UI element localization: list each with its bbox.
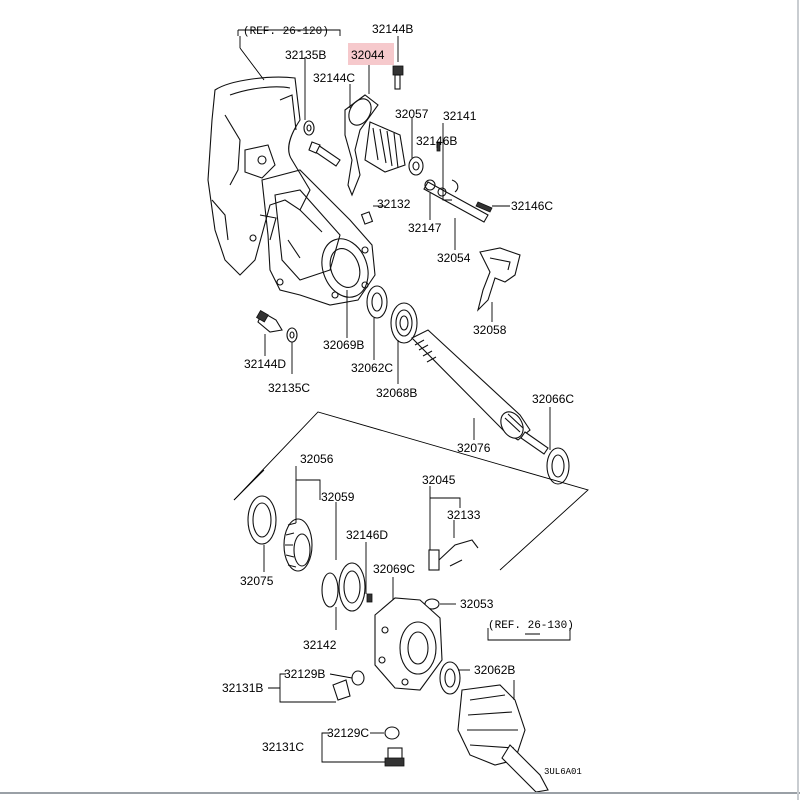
part-label-32146C[interactable]: 32146C <box>511 199 553 213</box>
part-label-32045[interactable]: 32045 <box>422 473 456 487</box>
extension-housing <box>261 169 376 306</box>
part-label-32135C[interactable]: 32135C <box>268 381 310 395</box>
ref-26-120-label: (REF. 26-120) <box>243 26 329 38</box>
part-label-32056[interactable]: 32056 <box>300 452 334 466</box>
drive-shaft-boot <box>457 684 549 793</box>
gear-parts <box>247 495 479 767</box>
part-label-32066C[interactable]: 32066C <box>532 392 574 406</box>
bottom-border <box>0 792 800 794</box>
part-label-32129B[interactable]: 32129B <box>284 667 325 681</box>
shift-boot-assembly <box>344 94 406 197</box>
part-label-32068B[interactable]: 32068B <box>376 386 417 400</box>
diagram-code-label: 3UL6A01 <box>544 767 582 777</box>
leader-lines <box>237 29 571 763</box>
transfer-case-housing <box>207 76 311 276</box>
part-label-32135B[interactable]: 32135B <box>285 48 326 62</box>
part-label-32132[interactable]: 32132 <box>377 197 411 211</box>
bottom-box-outline <box>233 411 589 571</box>
part-label-32062C[interactable]: 32062C <box>351 361 393 375</box>
highlight-box-32044 <box>348 43 394 65</box>
part-label-32144B[interactable]: 32144B <box>372 22 413 36</box>
part-label-32053[interactable]: 32053 <box>460 597 494 611</box>
small-parts-top <box>255 65 521 344</box>
part-label-32069B[interactable]: 32069B <box>323 338 364 352</box>
part-label-32147[interactable]: 32147 <box>408 221 442 235</box>
part-label-32131C[interactable]: 32131C <box>262 740 304 754</box>
part-label-32146B[interactable]: 32146B <box>416 134 457 148</box>
ref-26-130-label: (REF. 26-130) <box>488 620 574 632</box>
output-shaft <box>411 329 570 485</box>
right-border <box>797 0 799 800</box>
part-label-32059[interactable]: 32059 <box>321 490 355 504</box>
part-label-32144D[interactable]: 32144D <box>244 357 286 371</box>
part-label-32142[interactable]: 32142 <box>303 638 337 652</box>
part-label-32057[interactable]: 32057 <box>395 107 429 121</box>
part-label-32144C[interactable]: 32144C <box>313 71 355 85</box>
part-label-32131B[interactable]: 32131B <box>222 681 263 695</box>
part-label-32141[interactable]: 32141 <box>443 109 477 123</box>
part-label-32058[interactable]: 32058 <box>473 323 507 337</box>
part-label-32133[interactable]: 32133 <box>447 508 481 522</box>
part-label-32062B[interactable]: 32062B <box>474 663 515 677</box>
part-label-32129C[interactable]: 32129C <box>327 726 369 740</box>
part-label-32075[interactable]: 32075 <box>240 574 274 588</box>
part-label-32146D[interactable]: 32146D <box>346 528 388 542</box>
part-label-32069C[interactable]: 32069C <box>373 562 415 576</box>
part-label-32044[interactable]: 32044 <box>351 48 385 62</box>
part-label-32054[interactable]: 32054 <box>437 251 471 265</box>
part-label-32076[interactable]: 32076 <box>457 441 491 455</box>
